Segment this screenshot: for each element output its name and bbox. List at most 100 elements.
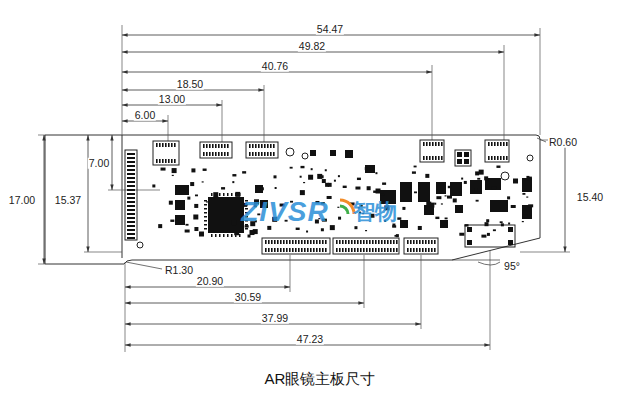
smd-part [477,178,480,180]
smd-part [286,240,288,244]
smd-part [267,152,269,156]
smd-part [171,143,173,147]
smd-part [501,223,504,226]
dimension-text: 7.00 [88,158,110,169]
smd-part [322,240,324,244]
smd-part [393,248,395,252]
smd-part [426,142,428,146]
smd-part [434,240,436,244]
smd-part [218,144,220,148]
smd-part [248,235,251,238]
smd-part [261,144,263,148]
smd-part [465,224,469,226]
chip-pin [231,193,233,196]
dimension-text: 20.90 [196,276,224,287]
smd-part [408,186,412,188]
smd-part [467,227,472,232]
smd-part [363,248,365,252]
smd-part [418,226,422,230]
smd-part [396,240,398,244]
smd-part [203,152,205,156]
smd-part [161,168,166,171]
smd-part [459,233,464,236]
smd-part [274,248,276,252]
smd-part [280,240,282,244]
smd-part [127,153,135,155]
smd-part [224,144,226,148]
smd-part [127,181,135,183]
smd-part [311,168,313,170]
smd-part [445,195,447,196]
smd-part [325,183,329,187]
smd-part [461,178,463,180]
smd-part [490,200,508,212]
smd-part [497,156,499,160]
smd-part [270,152,272,156]
smd-part [203,169,207,171]
smd-part [316,240,318,244]
chip-pin [211,234,213,237]
mount-hole [302,153,308,159]
smd-part [375,172,377,174]
smd-part [175,200,185,210]
smd-part [162,159,164,163]
smd-part [464,181,467,184]
smd-part [400,220,408,228]
smd-part [127,217,135,219]
chip-pin [204,220,207,222]
chip-pin [204,208,207,210]
smd-part [487,233,490,236]
smd-part [325,248,327,252]
smd-part [345,248,347,252]
smd-part [174,143,176,147]
smd-part [491,156,493,160]
smd-part [165,143,167,147]
smd-part [448,186,452,188]
smd-part [308,175,313,180]
smd-part [209,152,211,156]
smd-part [325,240,327,244]
smd-part [172,175,174,176]
smd-part [407,240,409,244]
smd-part [127,161,135,163]
smd-part [369,240,371,244]
smd-part [168,143,170,147]
smd-part [127,213,135,215]
mount-hole [286,148,294,156]
smd-part [455,205,463,213]
smd-part [127,205,135,207]
smd-part [227,152,229,156]
mount-hole [501,172,509,180]
smd-part [127,197,135,199]
logo-icon [340,200,354,214]
smd-part [194,204,198,208]
smd-part [423,142,425,146]
smd-part [300,176,302,178]
smd-part [422,240,424,244]
smd-part [127,229,135,231]
smd-part [450,182,462,196]
smd-part [429,142,431,146]
smd-part [384,248,386,252]
smd-part [354,248,356,252]
smd-part [194,227,198,231]
smd-part [300,190,305,195]
watermark: ZIVSR [241,198,328,226]
chip-pin [204,216,207,218]
smd-part [342,240,344,244]
smd-part [393,240,395,244]
smd-part [365,167,368,170]
smd-part [159,159,161,163]
smd-part [508,240,513,245]
smd-part [319,175,324,178]
smd-part [283,248,285,252]
smd-part [339,240,341,244]
smd-part [522,193,525,195]
dimension-text: 30.59 [234,292,262,303]
smd-part [513,178,518,183]
smd-part [231,220,236,225]
smd-part [431,240,433,244]
smd-part [432,156,434,160]
smd-part [271,248,273,252]
smd-part [265,248,267,252]
